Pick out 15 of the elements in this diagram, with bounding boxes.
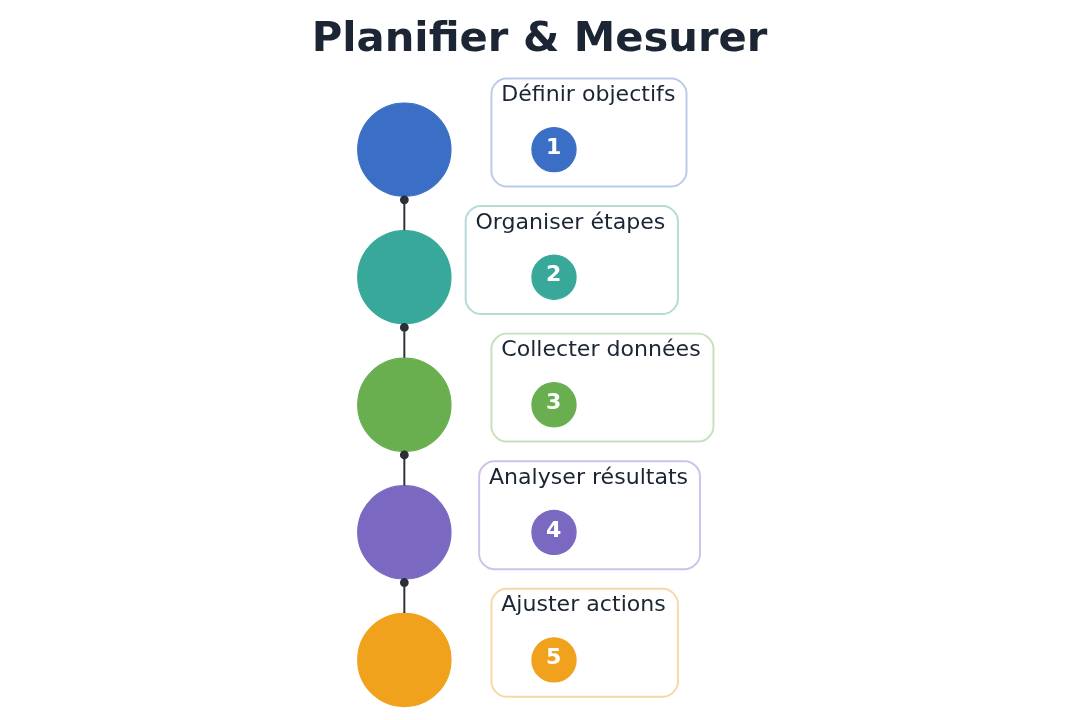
node-circle [356, 612, 452, 708]
node-circle [356, 102, 452, 197]
connector [399, 322, 409, 359]
connector [399, 578, 409, 614]
connector [399, 195, 409, 232]
node-circle [356, 357, 452, 452]
node-circle [356, 485, 452, 580]
node-circle: 2 [530, 254, 577, 300]
node-circle: 4 [530, 509, 577, 556]
node-circle: 3 [530, 382, 577, 428]
node-circle [356, 229, 452, 325]
node-circle: 1 [530, 126, 577, 173]
diagram-title: Planifier & Mesurer [311, 11, 767, 61]
node-circle: 5 [530, 637, 577, 683]
connector [399, 450, 409, 487]
